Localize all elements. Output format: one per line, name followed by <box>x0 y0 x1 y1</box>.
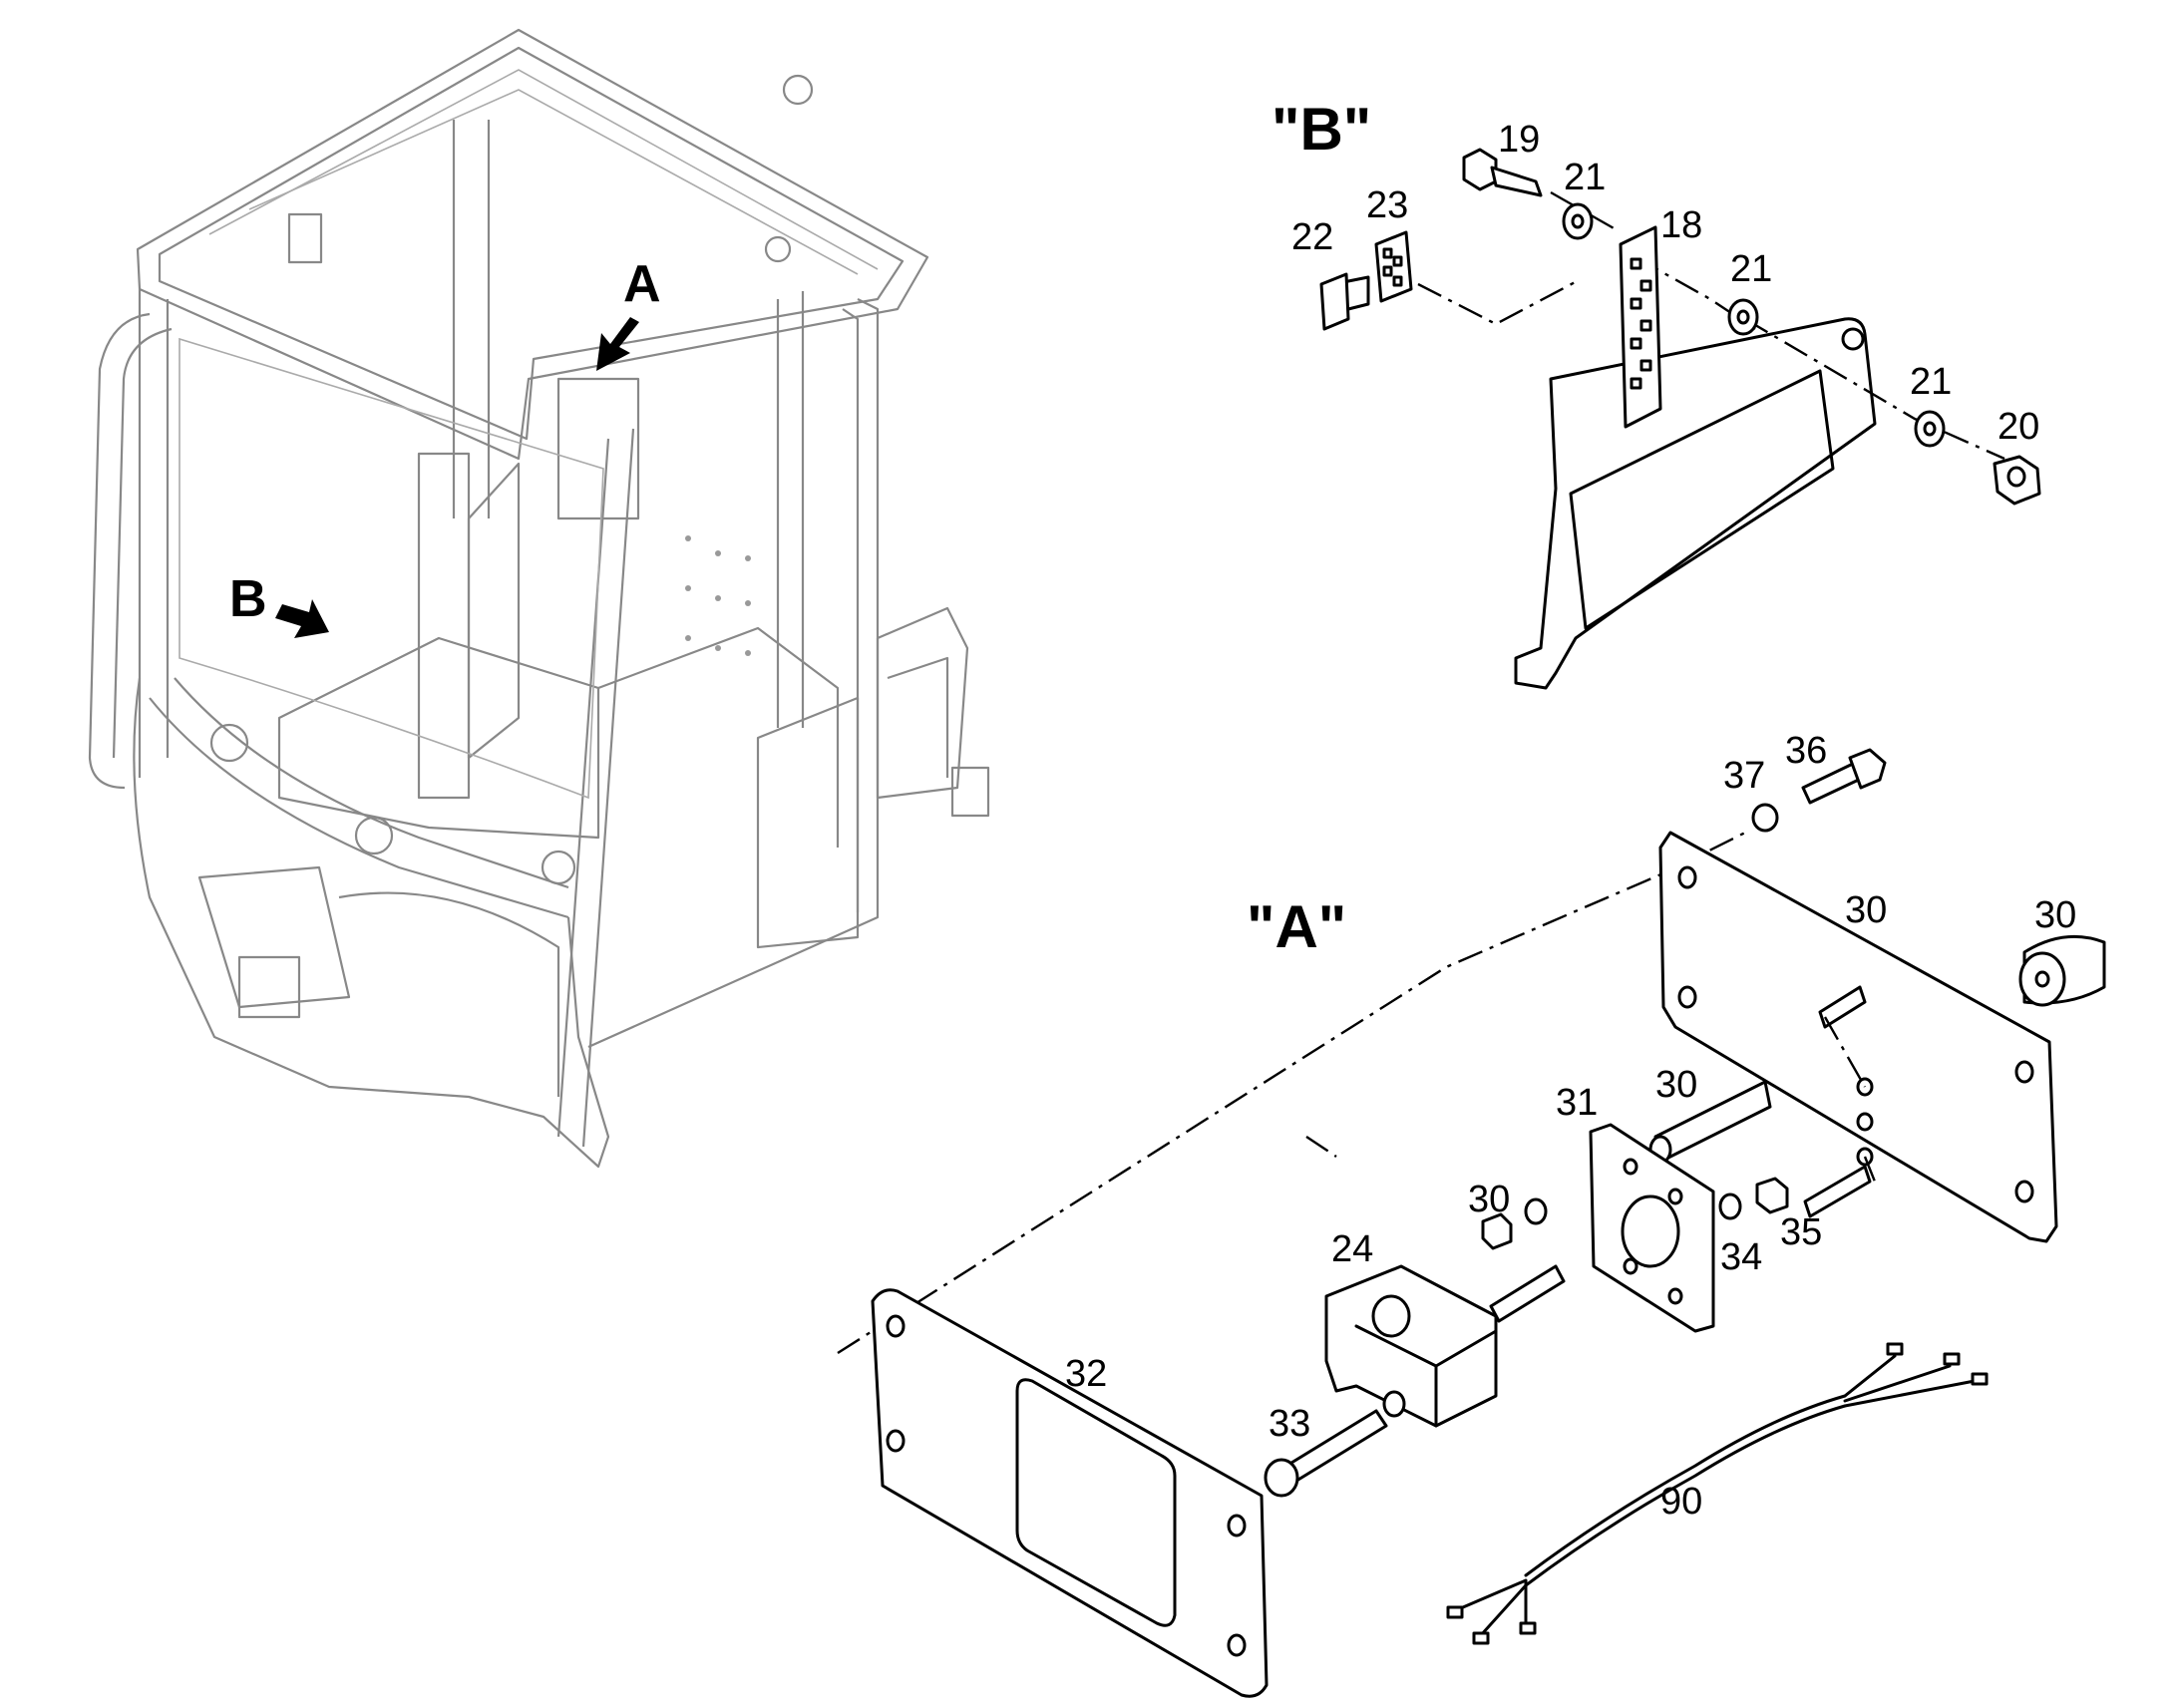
view-b-callouts: 19 21 18 23 22 21 21 20 <box>1291 119 2039 448</box>
callout-23: 23 <box>1366 184 1408 226</box>
view-b-title: "B" <box>1272 96 1371 163</box>
pointer-b-label: B <box>229 570 267 628</box>
callout-21-c: 21 <box>1910 361 1952 403</box>
callout-24: 24 <box>1331 1228 1373 1270</box>
arrow-b-icon <box>275 599 329 638</box>
callout-34: 34 <box>1720 1236 1762 1278</box>
callout-35: 35 <box>1780 1211 1822 1253</box>
callout-22: 22 <box>1291 216 1333 258</box>
callout-30-c: 30 <box>1655 1064 1697 1106</box>
callout-30-b: 30 <box>2034 894 2076 936</box>
pointer-b: B <box>229 570 329 638</box>
callout-21-a: 21 <box>1564 157 1606 198</box>
callout-90: 90 <box>1660 1481 1702 1523</box>
callout-20: 20 <box>1998 406 2039 448</box>
callout-31: 31 <box>1556 1082 1598 1124</box>
callout-36: 36 <box>1785 730 1827 772</box>
view-a-title: "A" <box>1247 893 1346 960</box>
callout-21-b: 21 <box>1730 248 1772 290</box>
callout-30-a: 30 <box>1845 889 1887 931</box>
callout-30-d: 30 <box>1468 1179 1510 1220</box>
callout-19: 19 <box>1498 119 1540 161</box>
cab-overview <box>88 28 990 1169</box>
pointer-a: A <box>596 255 661 371</box>
callout-32: 32 <box>1065 1353 1107 1395</box>
callout-18: 18 <box>1660 204 1702 246</box>
view-a-assembly <box>837 748 2106 1698</box>
pointer-a-label: A <box>623 255 661 313</box>
callout-33: 33 <box>1269 1403 1310 1445</box>
view-a-callouts: 36 37 30 30 30 31 30 24 34 35 32 33 90 <box>1065 730 2076 1523</box>
arrow-a-icon <box>596 317 639 371</box>
view-b-assembly <box>1319 148 2041 690</box>
callout-37: 37 <box>1723 755 1765 797</box>
